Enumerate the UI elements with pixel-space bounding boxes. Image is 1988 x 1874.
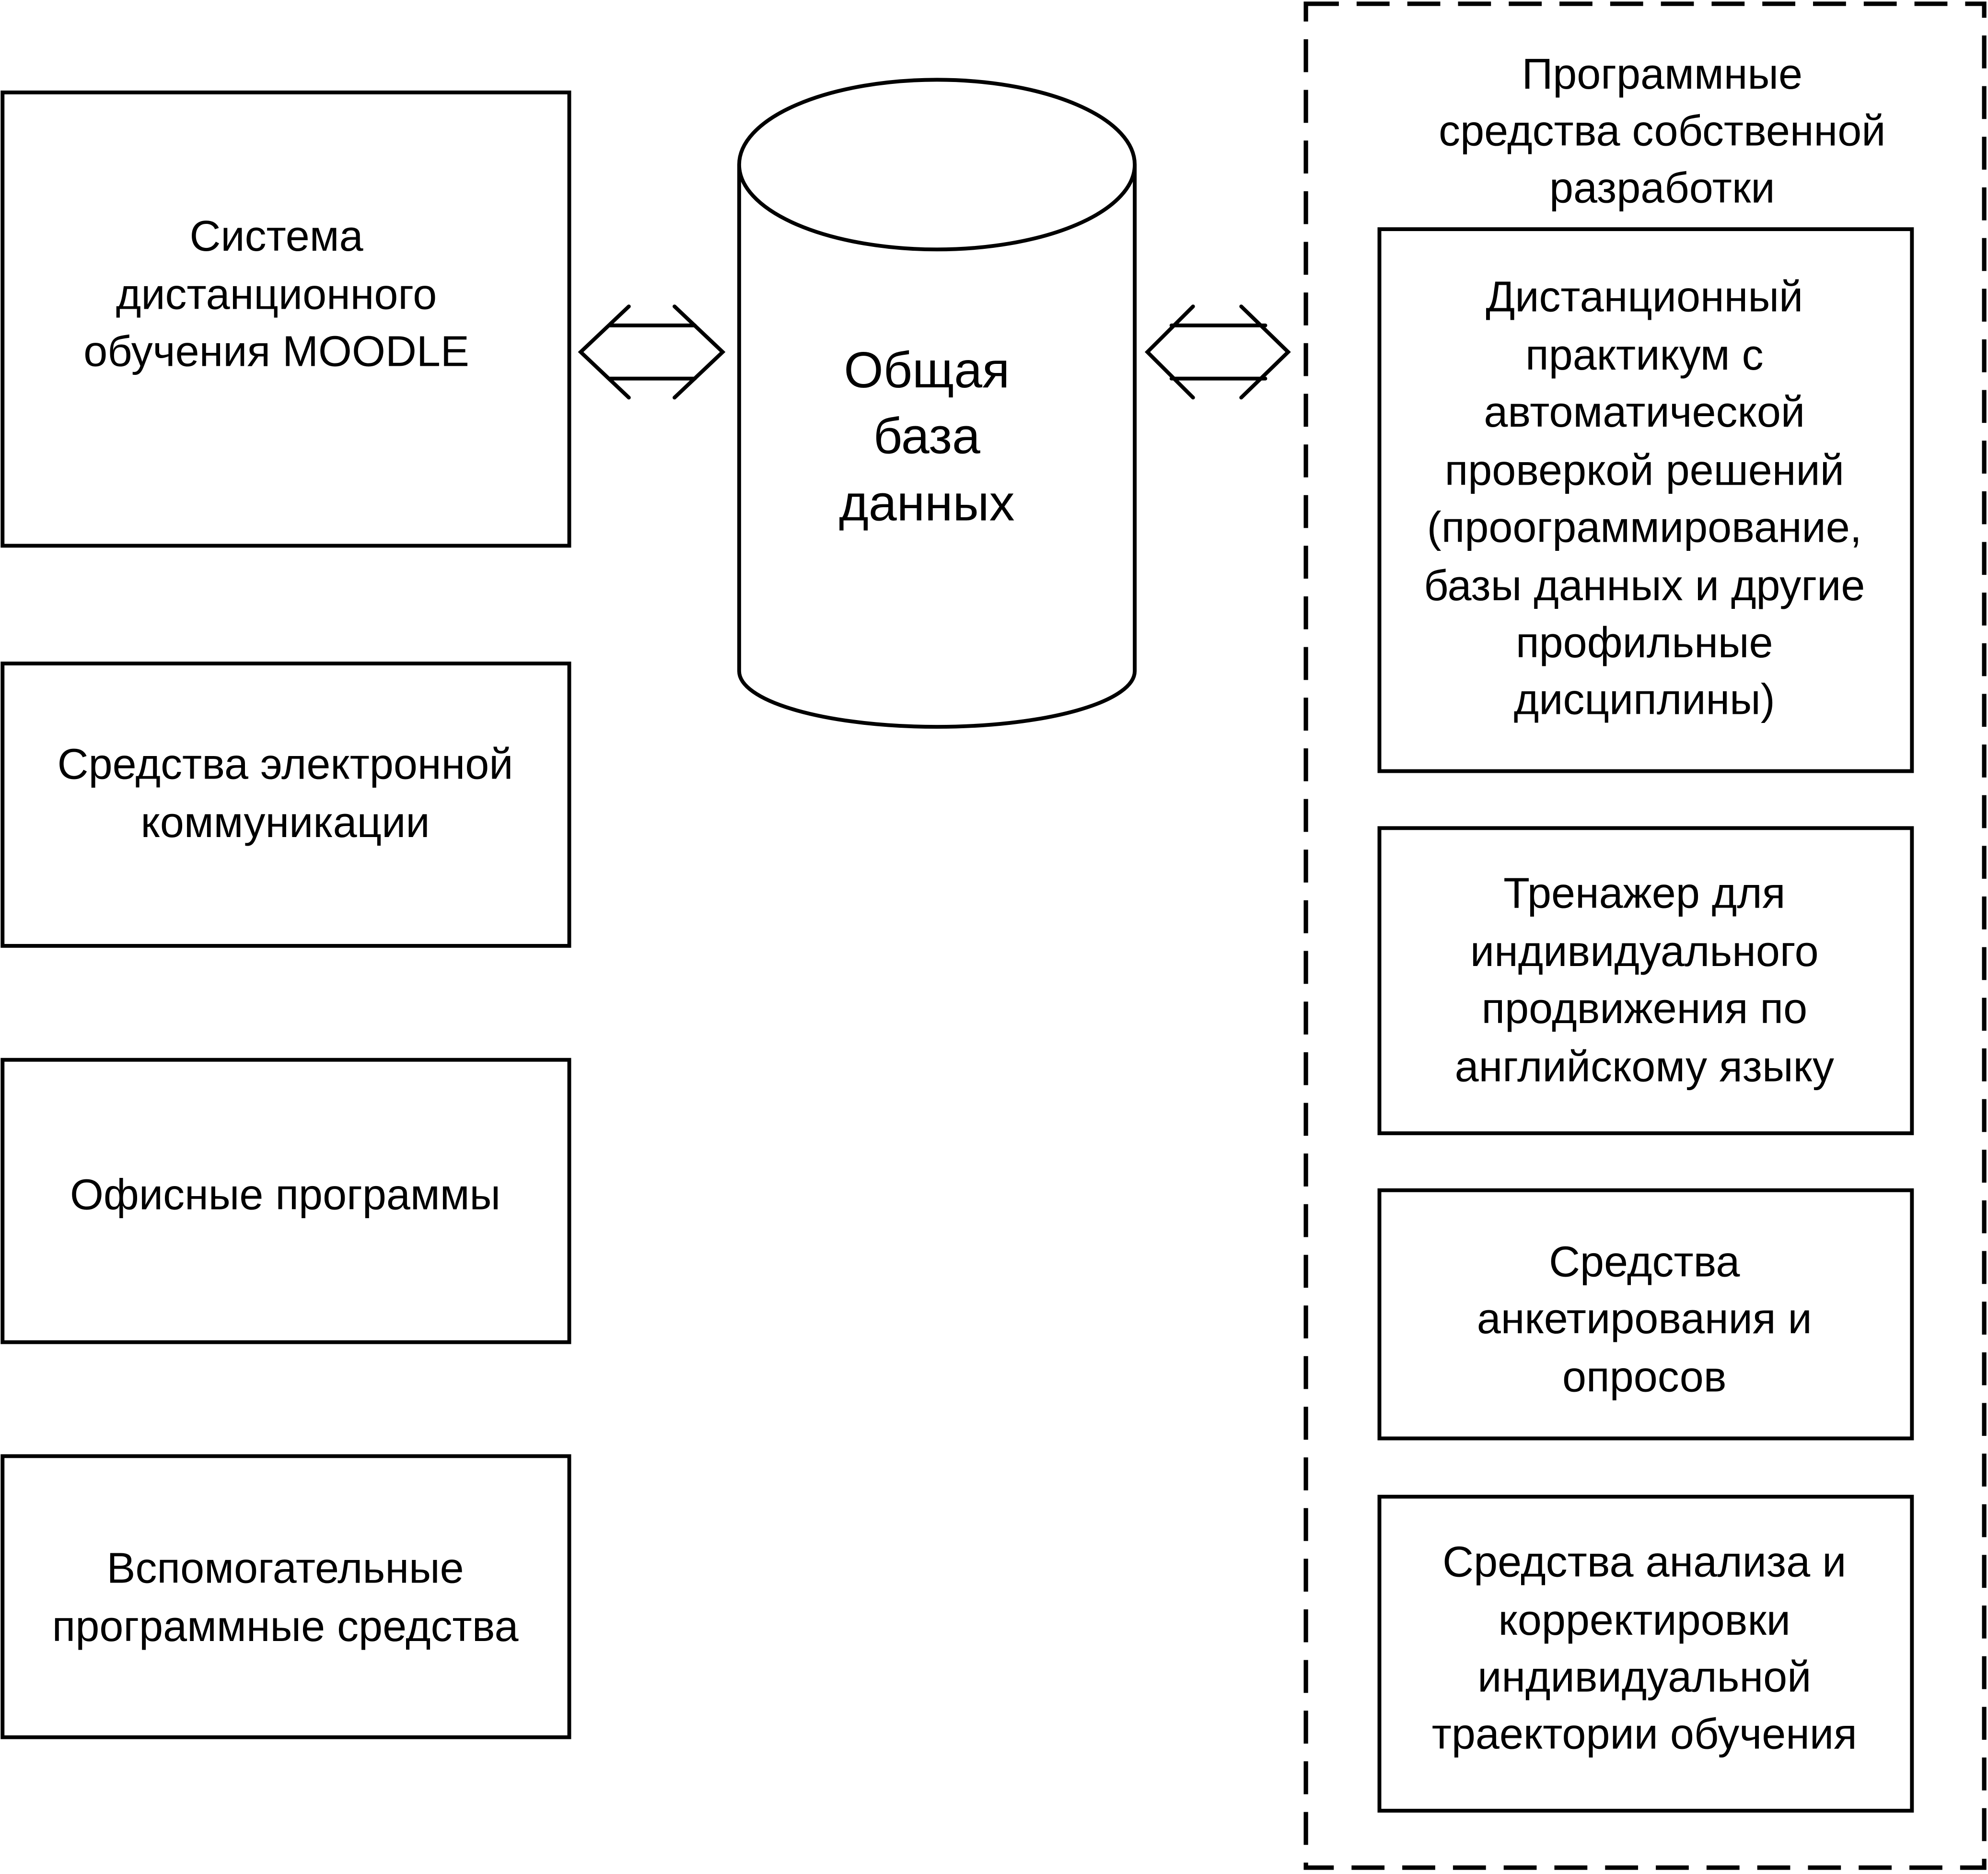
survey-line: Средства xyxy=(1549,1238,1740,1286)
bidirectional-arrow-left xyxy=(578,304,726,400)
analysis-line: Средства анализа и xyxy=(1442,1538,1846,1586)
practicum-line: Дистанционный xyxy=(1486,273,1803,321)
box-electronic-communication: Средства электронной коммуникации xyxy=(0,662,571,948)
database-label-line: Общая xyxy=(844,342,1010,398)
box-trajectory-analysis: Средства анализа и корректировки индивид… xyxy=(1377,1494,1914,1813)
survey-line: анкетирования и xyxy=(1477,1295,1812,1343)
box-surveys: Средства анкетирования и опросов xyxy=(1377,1188,1914,1441)
practicum-line: профильные xyxy=(1516,619,1773,667)
box-moodle-line: дистанционного xyxy=(116,271,437,319)
custom-software-group: Программные средства собственной разрабо… xyxy=(1303,1,1987,1870)
analysis-line: индивидуальной xyxy=(1477,1653,1811,1701)
box-office-programs: Офисные программы xyxy=(0,1058,571,1344)
survey-line: опросов xyxy=(1562,1353,1726,1401)
group-title-line: Программные xyxy=(1522,50,1802,98)
trainer-line: продвижения по xyxy=(1481,985,1807,1033)
bidirectional-arrow-right xyxy=(1144,304,1291,400)
box-auxiliary-software: Вспомогательные программные средства xyxy=(0,1454,571,1739)
database-label-line: данных xyxy=(839,475,1014,532)
box-moodle-line: Система xyxy=(189,212,363,260)
practicum-line: дисциплины) xyxy=(1514,676,1775,724)
box-remote-practicum: Дистанционный практикум с автоматической… xyxy=(1377,227,1914,773)
box-ecomm-line: Средства электронной xyxy=(58,740,513,788)
box-aux-line: Вспомогательные xyxy=(107,1545,464,1593)
analysis-line: корректировки xyxy=(1499,1596,1791,1644)
box-moodle: Система дистанционного обучения MOODLE xyxy=(0,90,571,548)
database-cylinder: Общая база данных xyxy=(737,78,1137,729)
database-label-line: база xyxy=(873,408,980,465)
box-ecomm-line: коммуникации xyxy=(141,799,430,847)
analysis-line: траектории обучения xyxy=(1432,1711,1857,1758)
trainer-line: английскому языку xyxy=(1455,1043,1834,1091)
practicum-line: автоматической xyxy=(1484,388,1805,436)
trainer-line: индивидуального xyxy=(1470,928,1819,976)
box-english-trainer: Тренажер для индивидуального продвижения… xyxy=(1377,826,1914,1135)
practicum-line: (проограммирование, xyxy=(1427,503,1862,551)
trainer-line: Тренажер для xyxy=(1503,870,1785,918)
box-moodle-line: обучения MOODLE xyxy=(83,327,469,375)
practicum-line: базы данных и другие xyxy=(1424,562,1865,610)
group-title-line: разработки xyxy=(1549,164,1775,212)
box-aux-line: программные средства xyxy=(52,1603,519,1651)
practicum-line: практикум с xyxy=(1525,331,1764,379)
group-title-line: средства собственной xyxy=(1439,107,1885,155)
box-office-line: Офисные программы xyxy=(70,1171,500,1219)
practicum-line: проверкой решений xyxy=(1445,447,1844,495)
